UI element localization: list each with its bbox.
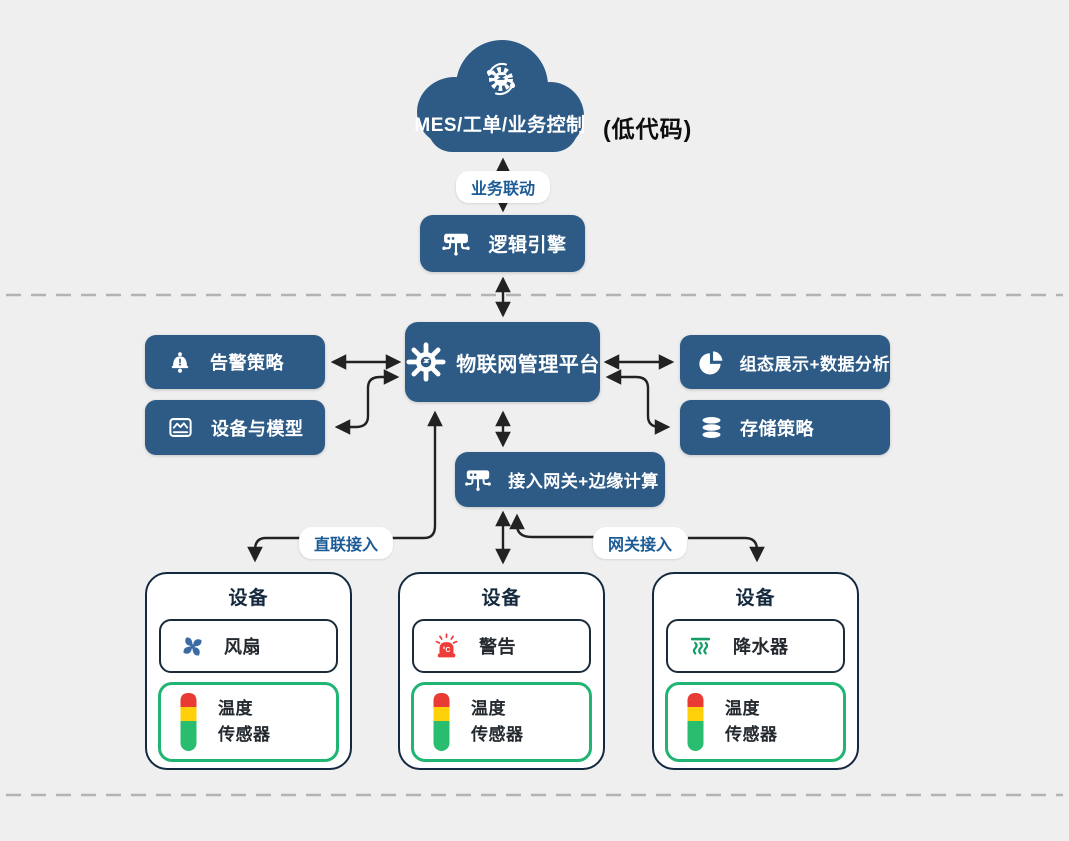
node-device-model: 设备与模型 (145, 400, 325, 455)
device-title: 设备 (735, 588, 776, 609)
label-business-link: 业务联动 (455, 171, 551, 203)
device-card-fan: 设备 风扇 温度 传感器 (145, 572, 352, 770)
sensor-label: 温度 传感器 (218, 696, 271, 749)
arrow-platform-devicemodel (334, 369, 400, 435)
node-storage-policy: 存储策略 (680, 400, 890, 455)
component-alarm: °C 警告 (412, 619, 591, 673)
cloud-shape (417, 40, 584, 152)
siren-degree-text: °C (443, 646, 451, 654)
arrow-platform-storage (605, 369, 671, 435)
component-fan: 风扇 (159, 619, 338, 673)
component-label: 降水器 (733, 637, 789, 657)
cloud-label: MES/工单/业务控制 (414, 115, 586, 136)
sprinkler-icon (690, 637, 711, 655)
node-device-model-label: 设备与模型 (211, 418, 304, 439)
component-sprinkler: 降水器 (666, 619, 845, 673)
sensor-label-line1: 温度 (725, 698, 760, 718)
pie-chart-icon (699, 350, 723, 374)
sensor-label-line2: 传感器 (725, 725, 778, 744)
hub-icon (465, 469, 492, 491)
hub-icon (442, 233, 471, 256)
sensor-label-line1: 温度 (218, 698, 253, 718)
node-scada-analysis: 组态展示+数据分析 (680, 335, 890, 389)
sensor-label: 温度 传感器 (725, 696, 778, 749)
node-iot-platform-label: 物联网管理平台 (456, 353, 600, 376)
device-card-alarm: 设备 °C 警告 温 (398, 572, 605, 770)
temperature-tower-icon (180, 693, 197, 751)
sensor-temperature: 温度 传感器 (411, 682, 592, 762)
fan-icon (183, 637, 202, 655)
iot-gear-icon (406, 342, 446, 382)
temperature-tower-icon (433, 693, 450, 751)
arrow-gwaccess-down (688, 536, 765, 563)
node-scada-analysis-label: 组态展示+数据分析 (739, 354, 890, 374)
device-card-sprinkler: 设备 降水器 温度 传感器 (652, 572, 859, 770)
temperature-tower-icon (687, 693, 704, 751)
device-title: 设备 (481, 588, 522, 609)
device-title: 设备 (228, 588, 269, 609)
arrow-gwaccess-up (509, 513, 595, 539)
node-alarm-policy-label: 告警策略 (210, 353, 284, 373)
cloud-node: MES/工单/业务控制 (398, 32, 602, 158)
siren-icon: °C (435, 633, 458, 658)
lowcode-note: (低代码) (603, 116, 693, 142)
arrow-direct-up (390, 410, 443, 540)
arrow-direct-down (247, 536, 303, 563)
node-edge-gateway: 接入网关+边缘计算 (455, 452, 665, 507)
component-label: 风扇 (224, 637, 261, 657)
sensor-label-line2: 传感器 (471, 725, 524, 744)
device-model-icon (169, 418, 192, 437)
sensor-label: 温度 传感器 (471, 696, 524, 749)
node-logic-engine-label: 逻辑引擎 (488, 235, 567, 256)
alert-bell-icon (171, 352, 189, 373)
node-storage-policy-label: 存储策略 (740, 418, 814, 439)
node-logic-engine: 逻辑引擎 (420, 215, 585, 272)
label-gateway-access: 网关接入 (592, 527, 688, 559)
component-label: 警告 (479, 637, 516, 657)
sensor-temperature: 温度 传感器 (158, 682, 339, 762)
sensor-label-line2: 传感器 (218, 725, 271, 744)
node-edge-gateway-label: 接入网关+边缘计算 (508, 472, 659, 491)
node-iot-platform: 物联网管理平台 (405, 322, 600, 402)
sensor-temperature: 温度 传感器 (665, 682, 846, 762)
automation-gear-icon (486, 63, 516, 95)
node-alarm-policy: 告警策略 (145, 335, 325, 389)
label-direct-access: 直联接入 (298, 527, 394, 559)
database-icon (702, 417, 721, 438)
sensor-label-line1: 温度 (471, 698, 506, 718)
